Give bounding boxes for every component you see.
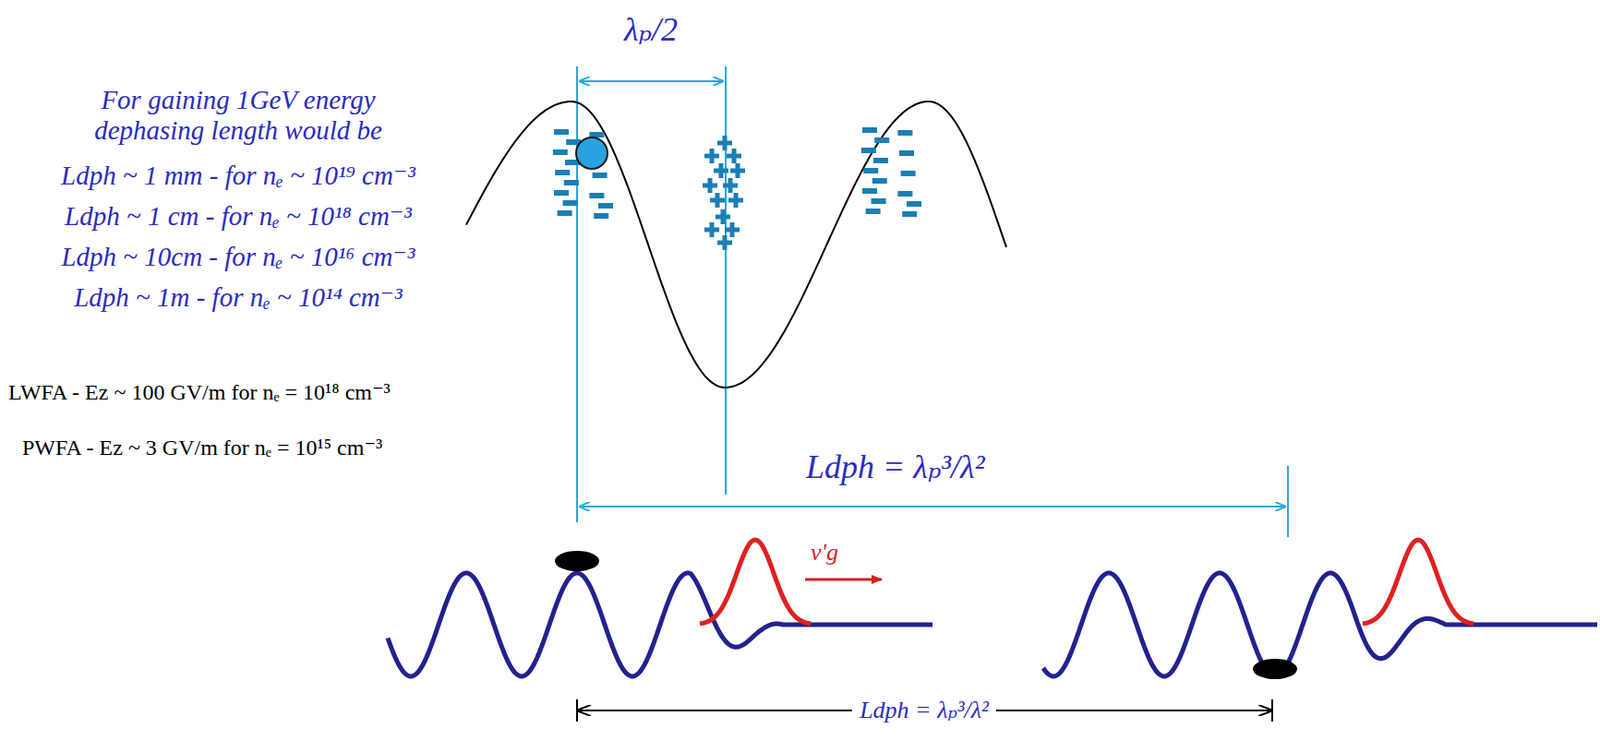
charge-mark: [709, 148, 715, 164]
charge-mark: [553, 129, 569, 135]
dephasing-value: Ldph ~ 1m - for nₑ ~ 10¹⁴ cm⁻³: [73, 282, 403, 313]
wake-potential-curve: [466, 101, 1007, 388]
dephasing-value: Ldph ~ 1 mm - for nₑ ~ 10¹⁹ cm⁻³: [60, 160, 416, 192]
charge-mark: [733, 192, 739, 208]
group-velocity-arrow: [805, 578, 882, 582]
charge-mark: [593, 213, 609, 219]
charge-mark: [862, 188, 878, 194]
guide-line: [724, 66, 727, 495]
charge-mark: [592, 172, 608, 179]
charge-mark: [563, 200, 578, 206]
charge-mark: [902, 211, 917, 217]
charge-mark: [874, 137, 890, 144]
dephasing-value: Ldph ~ 1 cm - for nₑ ~ 10¹⁸ cm⁻³: [64, 201, 412, 232]
group-velocity-label: v'g: [810, 539, 839, 567]
dimension-tick: [1271, 699, 1274, 722]
charge-mark: [553, 190, 569, 196]
charge-mark: [722, 135, 728, 151]
charge-mark: [863, 168, 879, 174]
charge-mark: [709, 222, 715, 238]
charge-mark: [872, 178, 888, 184]
charge-mark: [708, 178, 713, 193]
half-wavelength-label: λₚ/2: [624, 11, 678, 49]
charge-mark: [719, 163, 724, 179]
charge-mark: [861, 147, 877, 154]
charge-mark: [728, 178, 734, 193]
charge-mark: [897, 191, 913, 197]
field-note: LWFA - Ez ~ 100 GV/m for nₑ = 10¹⁸ cm⁻³: [8, 380, 391, 407]
dephasing-formula: Ldph = λₚ³/λ²: [852, 697, 997, 725]
charge-mark: [735, 163, 741, 179]
charge-mark: [554, 169, 570, 176]
electron-bunch: [1252, 659, 1298, 680]
charge-mark: [862, 127, 878, 133]
charge-mark: [901, 170, 916, 177]
charge-mark: [557, 210, 573, 217]
charge-mark: [722, 235, 728, 251]
dephasing-formula: Ldph = λₚ³/λ²: [806, 448, 985, 487]
electron-bunch: [576, 137, 608, 169]
charge-mark: [564, 180, 579, 186]
half-wavelength-arrow: [579, 80, 723, 83]
plasma-wave: [1043, 573, 1598, 677]
charge-mark: [721, 209, 726, 225]
dephasing-arrow: [579, 505, 1286, 508]
charge-mark: [873, 157, 889, 164]
guide-line: [1287, 466, 1289, 538]
charge-mark: [899, 150, 915, 157]
charge-mark: [866, 208, 881, 215]
charge-mark: [732, 148, 737, 164]
plasma-wave: [387, 573, 933, 677]
charge-mark: [897, 130, 913, 136]
charge-mark: [871, 198, 887, 205]
note-text: For gaining 1GeV energy dephasing length…: [72, 84, 405, 147]
charge-mark: [589, 192, 604, 199]
dephasing-value: Ldph ~ 10cm - for nₑ ~ 10¹⁶ cm⁻³: [60, 241, 415, 273]
charge-mark: [553, 149, 568, 156]
electron-bunch: [554, 551, 600, 572]
guide-line: [576, 66, 578, 523]
charge-clusters: [553, 127, 922, 251]
dimension-tick: [576, 699, 578, 722]
field-note: PWFA - Ez ~ 3 GV/m for nₑ = 10¹⁵ cm⁻³: [22, 435, 383, 462]
laser-pulse: [1362, 540, 1474, 625]
charge-mark: [598, 203, 614, 209]
charge-mark: [715, 192, 721, 208]
laser-pulse: [699, 540, 811, 625]
charge-mark: [906, 201, 922, 207]
charge-mark: [730, 222, 735, 238]
